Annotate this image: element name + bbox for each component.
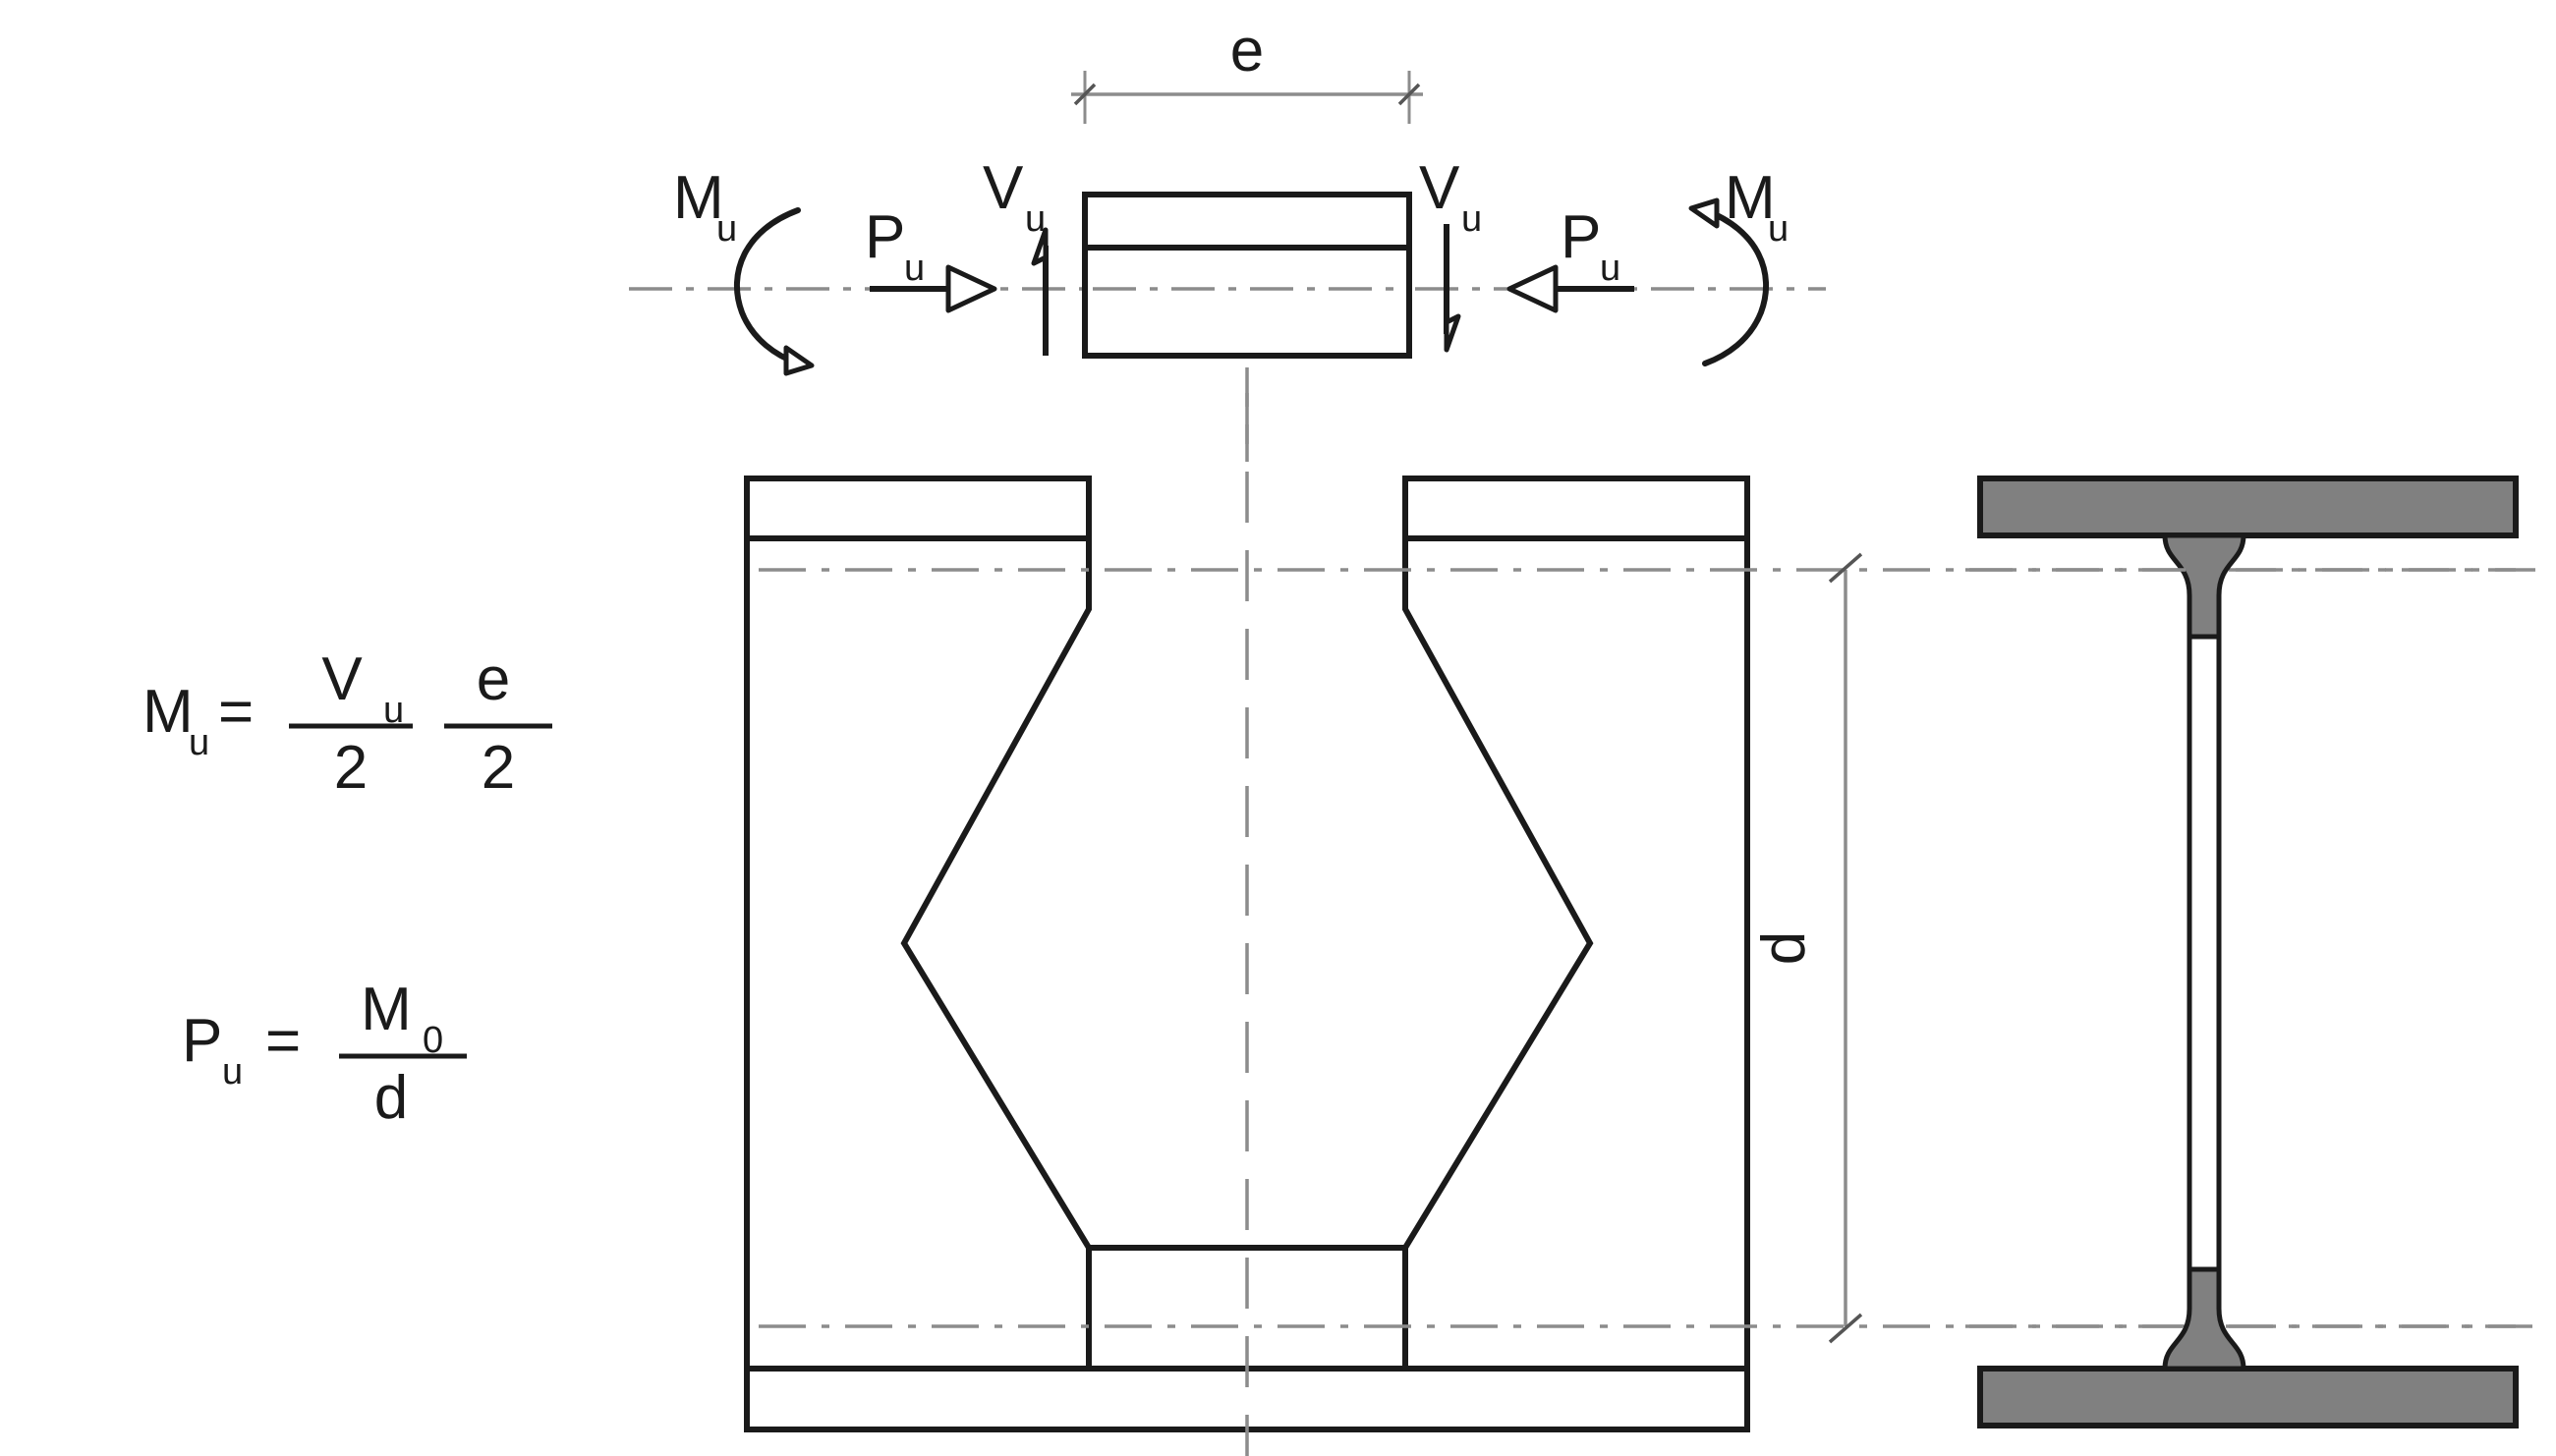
eq-moment-frac1-num: V [321,645,363,713]
moment-left-arrowhead [783,345,815,376]
eq-moment-lhs: M [142,678,194,746]
equation-axial: P u = M 0 d [182,976,467,1132]
eq-axial-lhs: P [182,1007,222,1075]
section-web-bottom-fillet [2162,1266,2246,1372]
axial-right-sub: u [1600,248,1620,289]
equation-moment: M u = V u 2 e 2 [142,645,552,802]
shear-left-sub: u [1025,198,1046,240]
eq-axial-frac-num: M [361,976,412,1043]
axial-right-arrow [1506,264,1634,313]
axial-left-label: P [865,203,905,271]
moment-right-label: M [1725,164,1776,232]
shear-left-arrow [1031,227,1049,356]
eq-axial-frac-den: d [374,1064,408,1132]
axial-left-sub: u [904,248,925,289]
eq-axial-frac-num-sub: 0 [423,1020,443,1061]
dimension-e: e [1071,17,1423,124]
moment-left-sub: u [716,208,737,250]
dimension-d: d [1750,552,1863,1344]
shear-right-arrowhead [1444,313,1461,353]
free-body-diagram: e M u P u V u [629,17,1826,462]
dim-e-label: e [1230,17,1264,84]
dim-d-label: d [1750,931,1818,965]
top-flange-right [1402,476,1750,541]
shear-right-sub: u [1461,198,1482,240]
moment-left-arrow [733,207,815,376]
shear-right-label: V [1419,154,1460,222]
dim-e-tick-right [1397,83,1421,106]
shear-left-label: V [983,154,1024,222]
eq-axial-lhs-sub: u [222,1051,243,1092]
dim-e-tick-left [1073,83,1097,106]
axial-right-arrowhead [1506,264,1559,313]
section-web-middle [2187,634,2222,1272]
moment-right-arrowhead [1688,197,1720,229]
section-top-flange [1977,476,2519,538]
dim-d-tick-top [1828,552,1863,584]
axial-left-arrow [870,264,997,313]
i-beam-cross-section [1965,476,2535,1428]
section-bottom-flange [1977,1366,2519,1428]
eq-moment-equals: = [218,678,254,746]
dim-d-tick-bottom [1828,1313,1863,1344]
axial-right-label: P [1561,203,1601,271]
fbd-block [1082,192,1412,359]
shear-left-arrowhead [1031,227,1049,266]
eq-moment-lhs-sub: u [189,722,209,763]
top-flange-left [744,476,1092,541]
eq-moment-frac1-den: 2 [334,734,368,802]
moment-right-sub: u [1768,208,1789,250]
moment-right-arrow [1688,197,1770,366]
eq-moment-frac1-num-sub: u [383,690,404,731]
moment-left-label: M [673,164,724,232]
beam-elevation [744,393,2516,1456]
eq-moment-frac2-num: e [477,645,510,713]
moment-right-arc [1702,207,1770,366]
eq-axial-equals: = [265,1007,301,1075]
fbd-block-outline [1082,192,1412,359]
shear-right-arrow [1444,224,1461,353]
eq-moment-frac2-den: 2 [482,734,515,802]
moment-left-arc [733,207,801,366]
axial-left-arrowhead [945,264,997,313]
